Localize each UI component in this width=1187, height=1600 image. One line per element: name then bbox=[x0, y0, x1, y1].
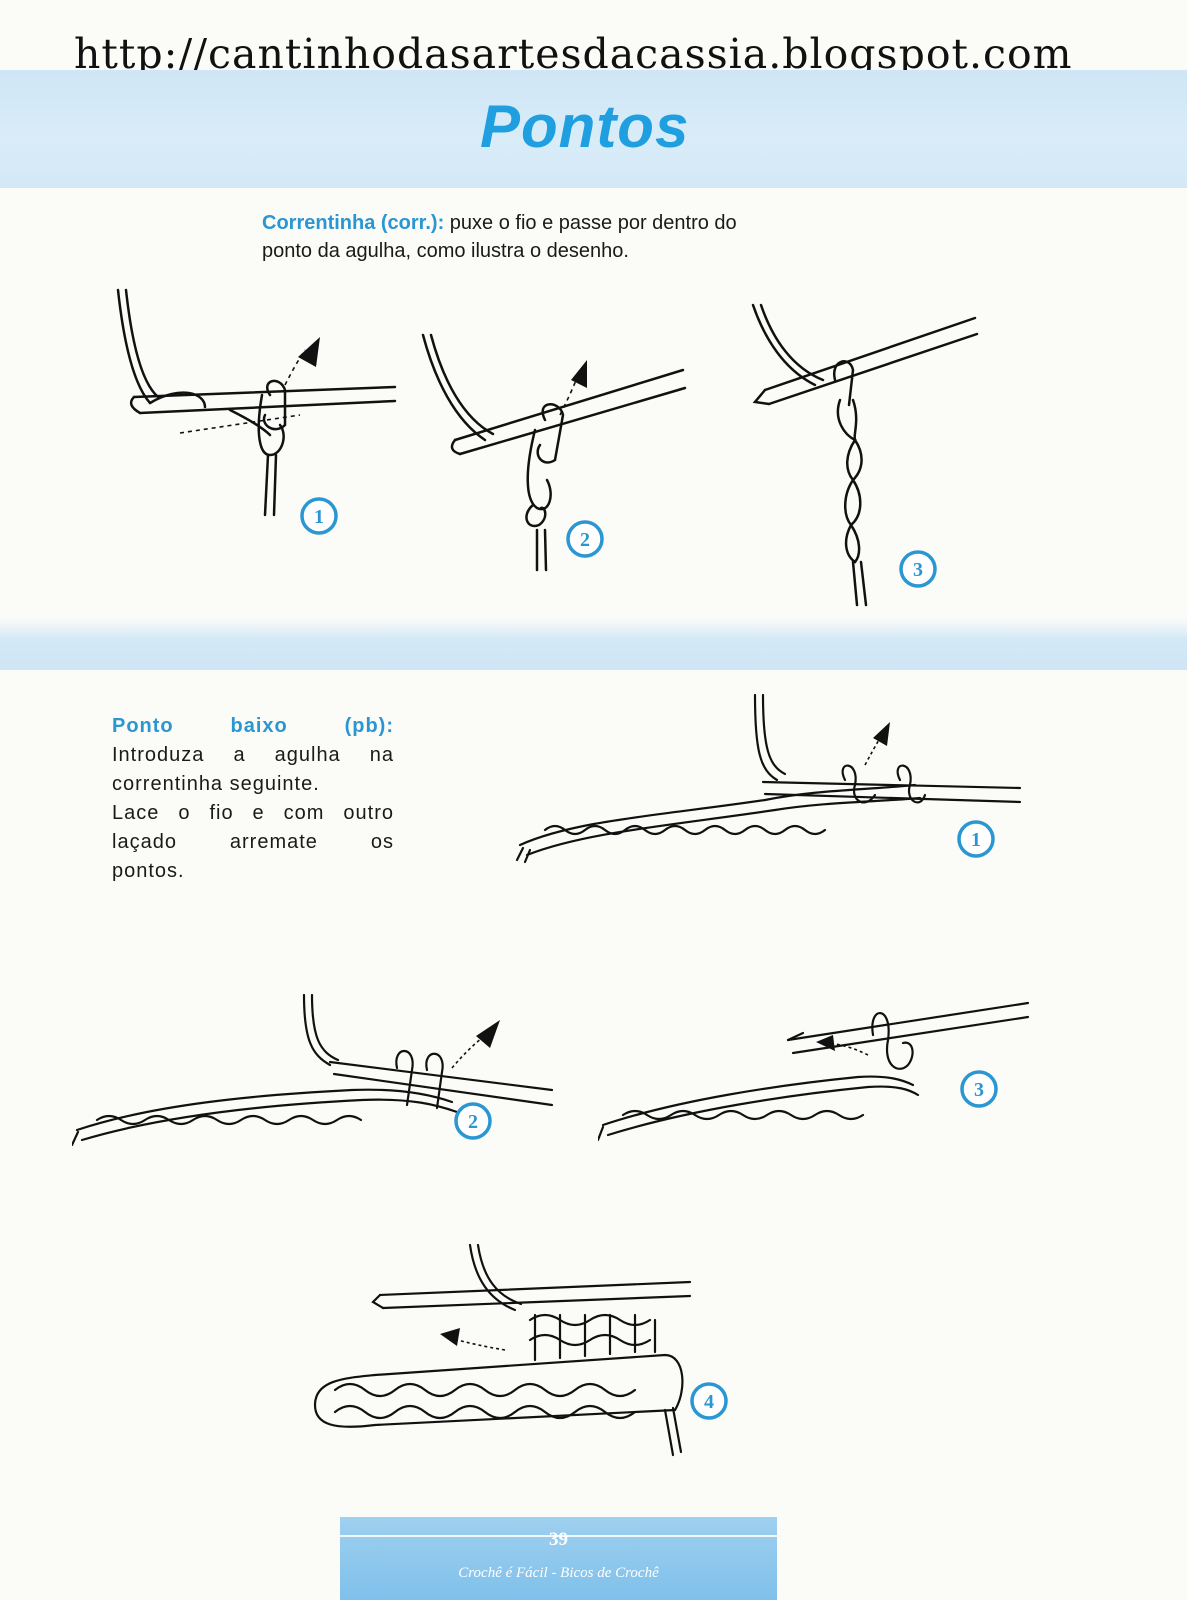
ponto-baixo-line-1: Introduza a agulha na bbox=[112, 741, 394, 770]
page-title: Pontos bbox=[480, 92, 740, 161]
ponto-baixo-line-4: laçado arremate os bbox=[112, 828, 394, 857]
correntinha-line2: ponto da agulha, como ilustra o desenho. bbox=[262, 240, 629, 262]
correntinha-step-1-illustration bbox=[110, 285, 410, 535]
correntinha-step-3-number: 3 bbox=[913, 559, 923, 581]
section-divider bbox=[0, 618, 1187, 670]
ponto-baixo-line-2: correntinha seguinte. bbox=[112, 770, 394, 799]
correntinha-step-2-badge: 2 bbox=[564, 518, 606, 560]
ponto-baixo-description: Ponto baixo (pb): Introduza a agulha na … bbox=[112, 712, 394, 886]
correntinha-step-2-illustration bbox=[415, 330, 695, 575]
book-title: Crochê é Fácil - Bicos de Crochê bbox=[340, 1565, 777, 1582]
ponto-baixo-step-1-badge: 1 bbox=[955, 818, 997, 860]
ponto-baixo-step-1-number: 1 bbox=[971, 829, 981, 851]
correntinha-step-1-badge: 1 bbox=[298, 495, 340, 537]
correntinha-step-2-number: 2 bbox=[580, 529, 590, 551]
correntinha-description: Correntinha (corr.): puxe o fio e passe … bbox=[262, 209, 902, 265]
ponto-baixo-line-5: pontos. bbox=[112, 857, 394, 886]
ponto-baixo-line-3: Lace o fio e com outro bbox=[112, 799, 394, 828]
page-number: 39 bbox=[340, 1529, 777, 1551]
ponto-baixo-step-2-number: 2 bbox=[468, 1111, 478, 1133]
correntinha-step-3-badge: 3 bbox=[897, 548, 939, 590]
ponto-baixo-step-2-badge: 2 bbox=[452, 1100, 494, 1142]
correntinha-line1: puxe o fio e passe por dentro do bbox=[444, 212, 736, 234]
ponto-baixo-step-3-badge: 3 bbox=[958, 1068, 1000, 1110]
ponto-baixo-step-4-badge: 4 bbox=[688, 1380, 730, 1422]
ponto-baixo-step-4-number: 4 bbox=[704, 1391, 714, 1413]
ponto-baixo-step-4-illustration bbox=[305, 1240, 700, 1465]
correntinha-step-3-illustration bbox=[745, 300, 985, 620]
footer-band: 39 Crochê é Fácil - Bicos de Crochê bbox=[340, 1517, 777, 1600]
correntinha-term: Correntinha (corr.): bbox=[262, 212, 444, 234]
ponto-baixo-term: Ponto baixo (pb): bbox=[112, 712, 394, 741]
correntinha-step-1-number: 1 bbox=[314, 506, 324, 528]
ponto-baixo-step-3-number: 3 bbox=[974, 1079, 984, 1101]
